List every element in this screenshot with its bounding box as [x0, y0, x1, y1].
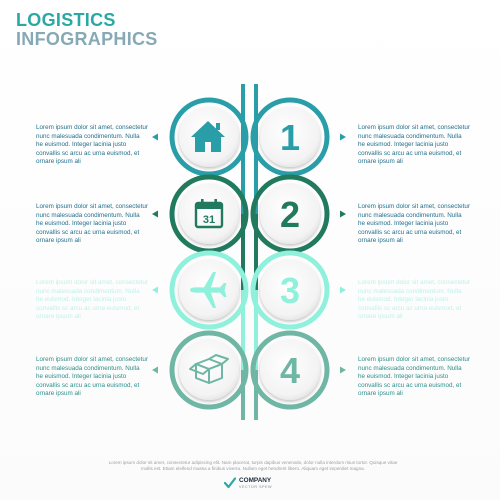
disc-right-3	[260, 260, 320, 320]
step-number-1: 1	[280, 117, 300, 158]
ring-left-3	[169, 250, 249, 330]
step-2-right-text: Lorem ipsum dolor sit amet, consectetur …	[358, 203, 470, 245]
step-2-left-text: Lorem ipsum dolor sit amet, consectetur …	[36, 203, 148, 245]
arrow-right-4	[340, 366, 346, 374]
box-icon	[189, 354, 229, 384]
step-4-left-text: Lorem ipsum dolor sit amet, consectetur …	[36, 356, 148, 398]
company-tagline: VECTOR SPEW	[239, 485, 273, 489]
calendar-icon: 31	[194, 199, 224, 229]
checkmark-icon	[224, 477, 236, 489]
step-3-right-text: Lorem ipsum dolor sit amet, consectetur …	[358, 279, 470, 321]
step-3-left-text: Lorem ipsum dolor sit amet, consectetur …	[36, 279, 148, 321]
stem-top-left	[241, 84, 245, 137]
company-name: COMPANY	[239, 477, 272, 484]
house-icon	[191, 121, 225, 152]
stem-left-1	[241, 137, 245, 214]
disc-right-2	[260, 184, 320, 244]
arrow-right-3	[340, 286, 346, 294]
stem-left-2	[241, 214, 245, 290]
stem-bottom-left	[241, 370, 245, 420]
arrow-left-4	[152, 366, 158, 374]
step-number-3: 3	[280, 270, 300, 311]
footer-text: Lorem ipsum dolor sit amet, consectetur …	[108, 460, 398, 472]
stem-left-3	[241, 290, 245, 370]
step-4-right-text: Lorem ipsum dolor sit amet, consectetur …	[358, 356, 470, 398]
ring-left-4	[169, 330, 249, 410]
ring-right-1	[250, 97, 330, 177]
ring-right-4	[250, 330, 330, 410]
disc-right-4	[260, 340, 320, 400]
company-logo: COMPANY VECTOR SPEW	[224, 476, 284, 492]
ring-left-1	[169, 97, 249, 177]
stem-top-right	[254, 84, 258, 137]
disc-left-2	[179, 184, 239, 244]
stem-right-1	[254, 137, 258, 214]
arrow-right-2	[340, 210, 346, 218]
title-infographics: INFOGRAPHICS	[16, 29, 158, 49]
step-number-2: 2	[280, 194, 300, 235]
step-1-left-text: Lorem ipsum dolor sit amet, consectetur …	[36, 124, 148, 166]
arrow-left-3	[152, 286, 158, 294]
ring-right-3	[250, 250, 330, 330]
step-number-4: 4	[280, 350, 300, 391]
arrow-left-1	[152, 133, 158, 141]
stem-right-2	[254, 214, 258, 290]
arrow-left-2	[152, 210, 158, 218]
calendar-day-number: 31	[203, 214, 215, 226]
disc-right-1	[260, 107, 320, 167]
arrow-right-1	[340, 133, 346, 141]
title-logistics: LOGISTICS	[16, 10, 116, 30]
airplane-icon	[190, 272, 227, 308]
stem-right-3	[254, 290, 258, 370]
step-1-right-text: Lorem ipsum dolor sit amet, consectetur …	[358, 124, 470, 166]
stem-bottom-right	[254, 370, 258, 420]
